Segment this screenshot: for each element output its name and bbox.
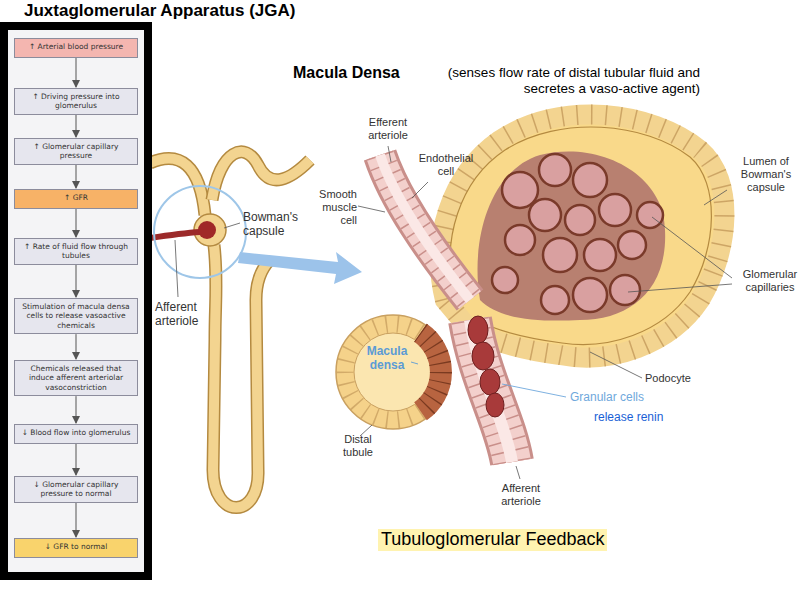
- process-box: Chemicals released that induce afferent …: [14, 360, 138, 396]
- part-label: Granular cells: [570, 390, 670, 404]
- flow-arrow: [76, 165, 77, 188]
- distal-tubule: [336, 315, 450, 429]
- part-label: Bowman's capsule: [243, 210, 305, 239]
- bowmans-capsule: [440, 115, 724, 358]
- leader-line: [502, 384, 566, 397]
- box-text: Chemicals released that induce afferent …: [19, 364, 133, 392]
- box-text: ↑ GFR: [19, 193, 133, 202]
- process-box: Stimulation of macula densa cells to rel…: [14, 298, 138, 334]
- flow-panel-ground: [8, 30, 144, 572]
- part-label: Afferent arteriole: [490, 482, 552, 508]
- flow-arrow: [76, 396, 77, 423]
- diagram-title: Juxtaglomerular Apparatus (JGA): [24, 1, 295, 21]
- part-label: (senses flow rate of distal tubular flui…: [420, 65, 700, 97]
- flow-arrow: [76, 444, 77, 475]
- process-box: ↑ Rate of fluid flow through tubules: [14, 238, 138, 265]
- part-label: Lumen of Bowman's capsule: [728, 155, 804, 195]
- process-box: ↑ GFR: [14, 189, 138, 209]
- part-label: Afferent arteriole: [155, 300, 205, 329]
- box-text: ↑ Glomerular capillary pressure: [19, 142, 133, 161]
- box-text: ↑ Driving pressure into glomerulus: [19, 92, 133, 111]
- box-text: ↑ Arterial blood pressure: [19, 42, 133, 51]
- box-text: ↓ Glomerular capillary pressure to norma…: [19, 480, 133, 499]
- part-label: Smooth muscle cell: [305, 188, 357, 228]
- diagram-caption: Tubuloglomerular Feedback: [378, 529, 607, 551]
- part-label: Macula densa: [360, 344, 414, 373]
- leader-line: [411, 362, 418, 364]
- box-text: Stimulation of macula densa cells to rel…: [19, 302, 133, 330]
- process-box: ↓ GFR to normal: [14, 538, 138, 558]
- part-label: Distal tubule: [330, 433, 386, 459]
- process-box: ↓ Blood flow into glomerulus: [14, 424, 138, 444]
- part-label: Podocyte: [645, 372, 705, 385]
- flow-arrow: [76, 115, 77, 137]
- flow-arrow: [76, 209, 77, 237]
- efferent-arteriole: [380, 155, 470, 300]
- part-label: release renin: [594, 410, 694, 424]
- macula-densa-cells: [421, 333, 441, 412]
- flow-panel: [0, 22, 152, 580]
- box-text: ↓ GFR to normal: [19, 542, 133, 551]
- process-box: ↑ Glomerular capillary pressure: [14, 138, 138, 165]
- flow-arrow: [76, 503, 77, 537]
- section-heading: Macula Densa: [293, 63, 418, 82]
- flow-arrow: [76, 58, 77, 87]
- zoom-arrow: [238, 252, 362, 284]
- flow-arrow: [76, 265, 77, 297]
- granular-cells: [468, 316, 504, 417]
- nephron-overview: [150, 152, 310, 508]
- process-box: ↑ Arterial blood pressure: [14, 38, 138, 58]
- box-text: ↑ Rate of fluid flow through tubules: [19, 242, 133, 261]
- process-box: ↑ Driving pressure into glomerulus: [14, 88, 138, 115]
- glomerular-capillaries: [478, 152, 666, 321]
- part-label: Endothelial cell: [415, 152, 477, 178]
- box-text: ↓ Blood flow into glomerulus: [19, 428, 133, 437]
- process-box: ↓ Glomerular capillary pressure to norma…: [14, 476, 138, 503]
- flow-arrow: [76, 334, 77, 359]
- part-label: Efferent arteriole: [356, 116, 420, 142]
- part-label: Glomerular capillaries: [735, 268, 805, 294]
- leader-lines: [175, 146, 732, 479]
